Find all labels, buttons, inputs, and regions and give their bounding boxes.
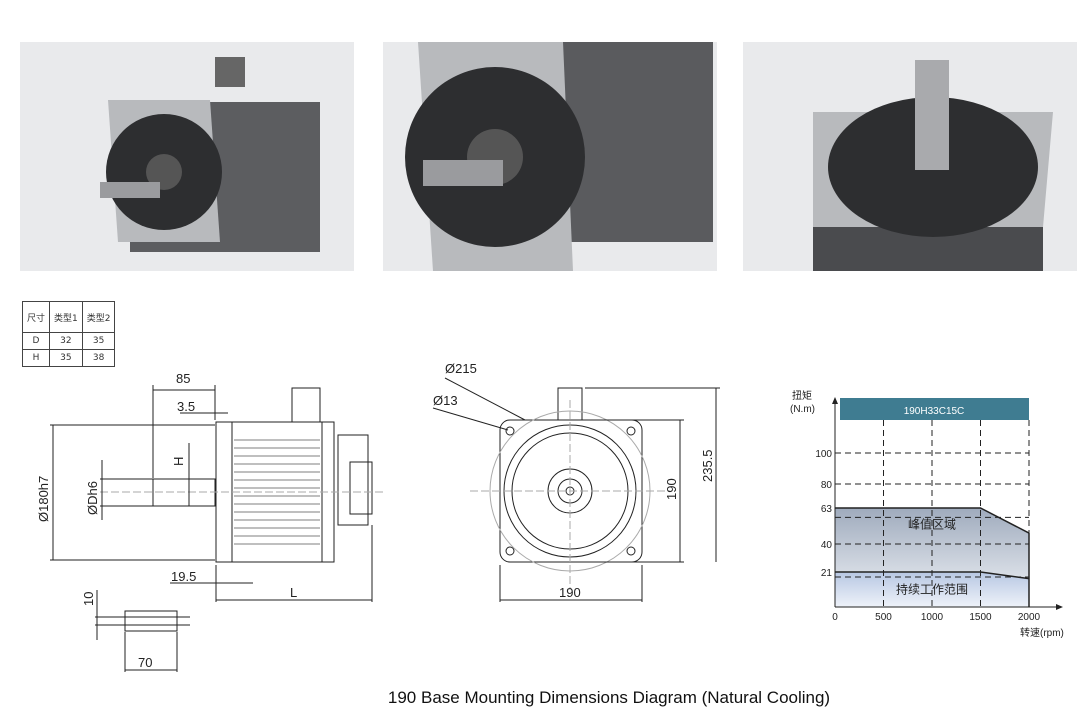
motor-front-image xyxy=(405,42,713,271)
spec-table: 尺寸 类型1 类型2 D 32 35 H 35 38 xyxy=(21,301,116,367)
motor-photo-angled xyxy=(20,42,354,271)
dim-10: 10 xyxy=(81,592,96,606)
dim-190-vertical: 190 xyxy=(664,478,679,500)
y-tick-label: 63 xyxy=(821,504,833,515)
dim-19-5: 19.5 xyxy=(171,569,196,584)
x-tick-label: 500 xyxy=(875,612,892,623)
y-axis-arrow xyxy=(832,397,838,404)
motor-top-image xyxy=(813,60,1053,271)
motor-photo-top xyxy=(743,42,1077,271)
series-label-1: 持续工作范围 xyxy=(896,582,968,597)
figure-caption: 190 Base Mounting Dimensions Diagram (Na… xyxy=(387,688,831,707)
series-line-0 xyxy=(835,507,1030,534)
dim-190-horizontal: 190 xyxy=(559,585,581,600)
dim-70: 70 xyxy=(138,655,152,670)
cell: H xyxy=(21,349,51,367)
y-tick-label: 100 xyxy=(815,449,832,460)
x-tick-label: 0 xyxy=(832,612,838,623)
dim-h: H xyxy=(171,457,186,466)
header-size: 尺寸 xyxy=(21,301,51,333)
y-tick-label: 80 xyxy=(821,480,833,491)
side-view-drawing xyxy=(50,385,385,672)
chart-title: 190H33C15C xyxy=(904,406,965,417)
front-view-drawing xyxy=(432,377,720,602)
dim-235-5: 235.5 xyxy=(700,449,715,482)
y-axis-label: 扭矩 xyxy=(792,389,812,402)
dim-180h7: Ø180h7 xyxy=(36,476,51,522)
front-view-labels: Ø215 Ø13 190 235.5 190 xyxy=(433,361,715,600)
dim-215: Ø215 xyxy=(445,361,477,376)
dim-13: Ø13 xyxy=(433,393,458,408)
dim-3-5: 3.5 xyxy=(177,399,195,414)
motor-angled-image xyxy=(100,57,320,252)
table-row: H 35 38 xyxy=(21,349,116,367)
cell: 38 xyxy=(81,349,116,367)
x-axis-arrow xyxy=(1056,604,1063,610)
dim-85: 85 xyxy=(176,371,190,386)
x-axis-label: 转速(rpm) xyxy=(1020,626,1064,639)
side-view-labels: 85 3.5 H Ø180h7 ØDh6 19.5 L 10 70 xyxy=(36,371,297,670)
y-tick-label: 40 xyxy=(821,540,833,551)
y-tick-label: 21 xyxy=(821,568,833,579)
x-tick-label: 1500 xyxy=(969,612,992,623)
x-tick-label: 2000 xyxy=(1018,612,1041,623)
chart-title-bar xyxy=(840,398,1029,420)
x-tick-label: 1000 xyxy=(921,612,944,623)
dim-l: L xyxy=(290,585,297,600)
motor-photo-front xyxy=(383,42,717,271)
dim-dh6: ØDh6 xyxy=(85,481,100,515)
y-axis-unit: (N.m) xyxy=(790,404,815,415)
table-header-row: 尺寸 类型1 类型2 xyxy=(21,301,116,333)
